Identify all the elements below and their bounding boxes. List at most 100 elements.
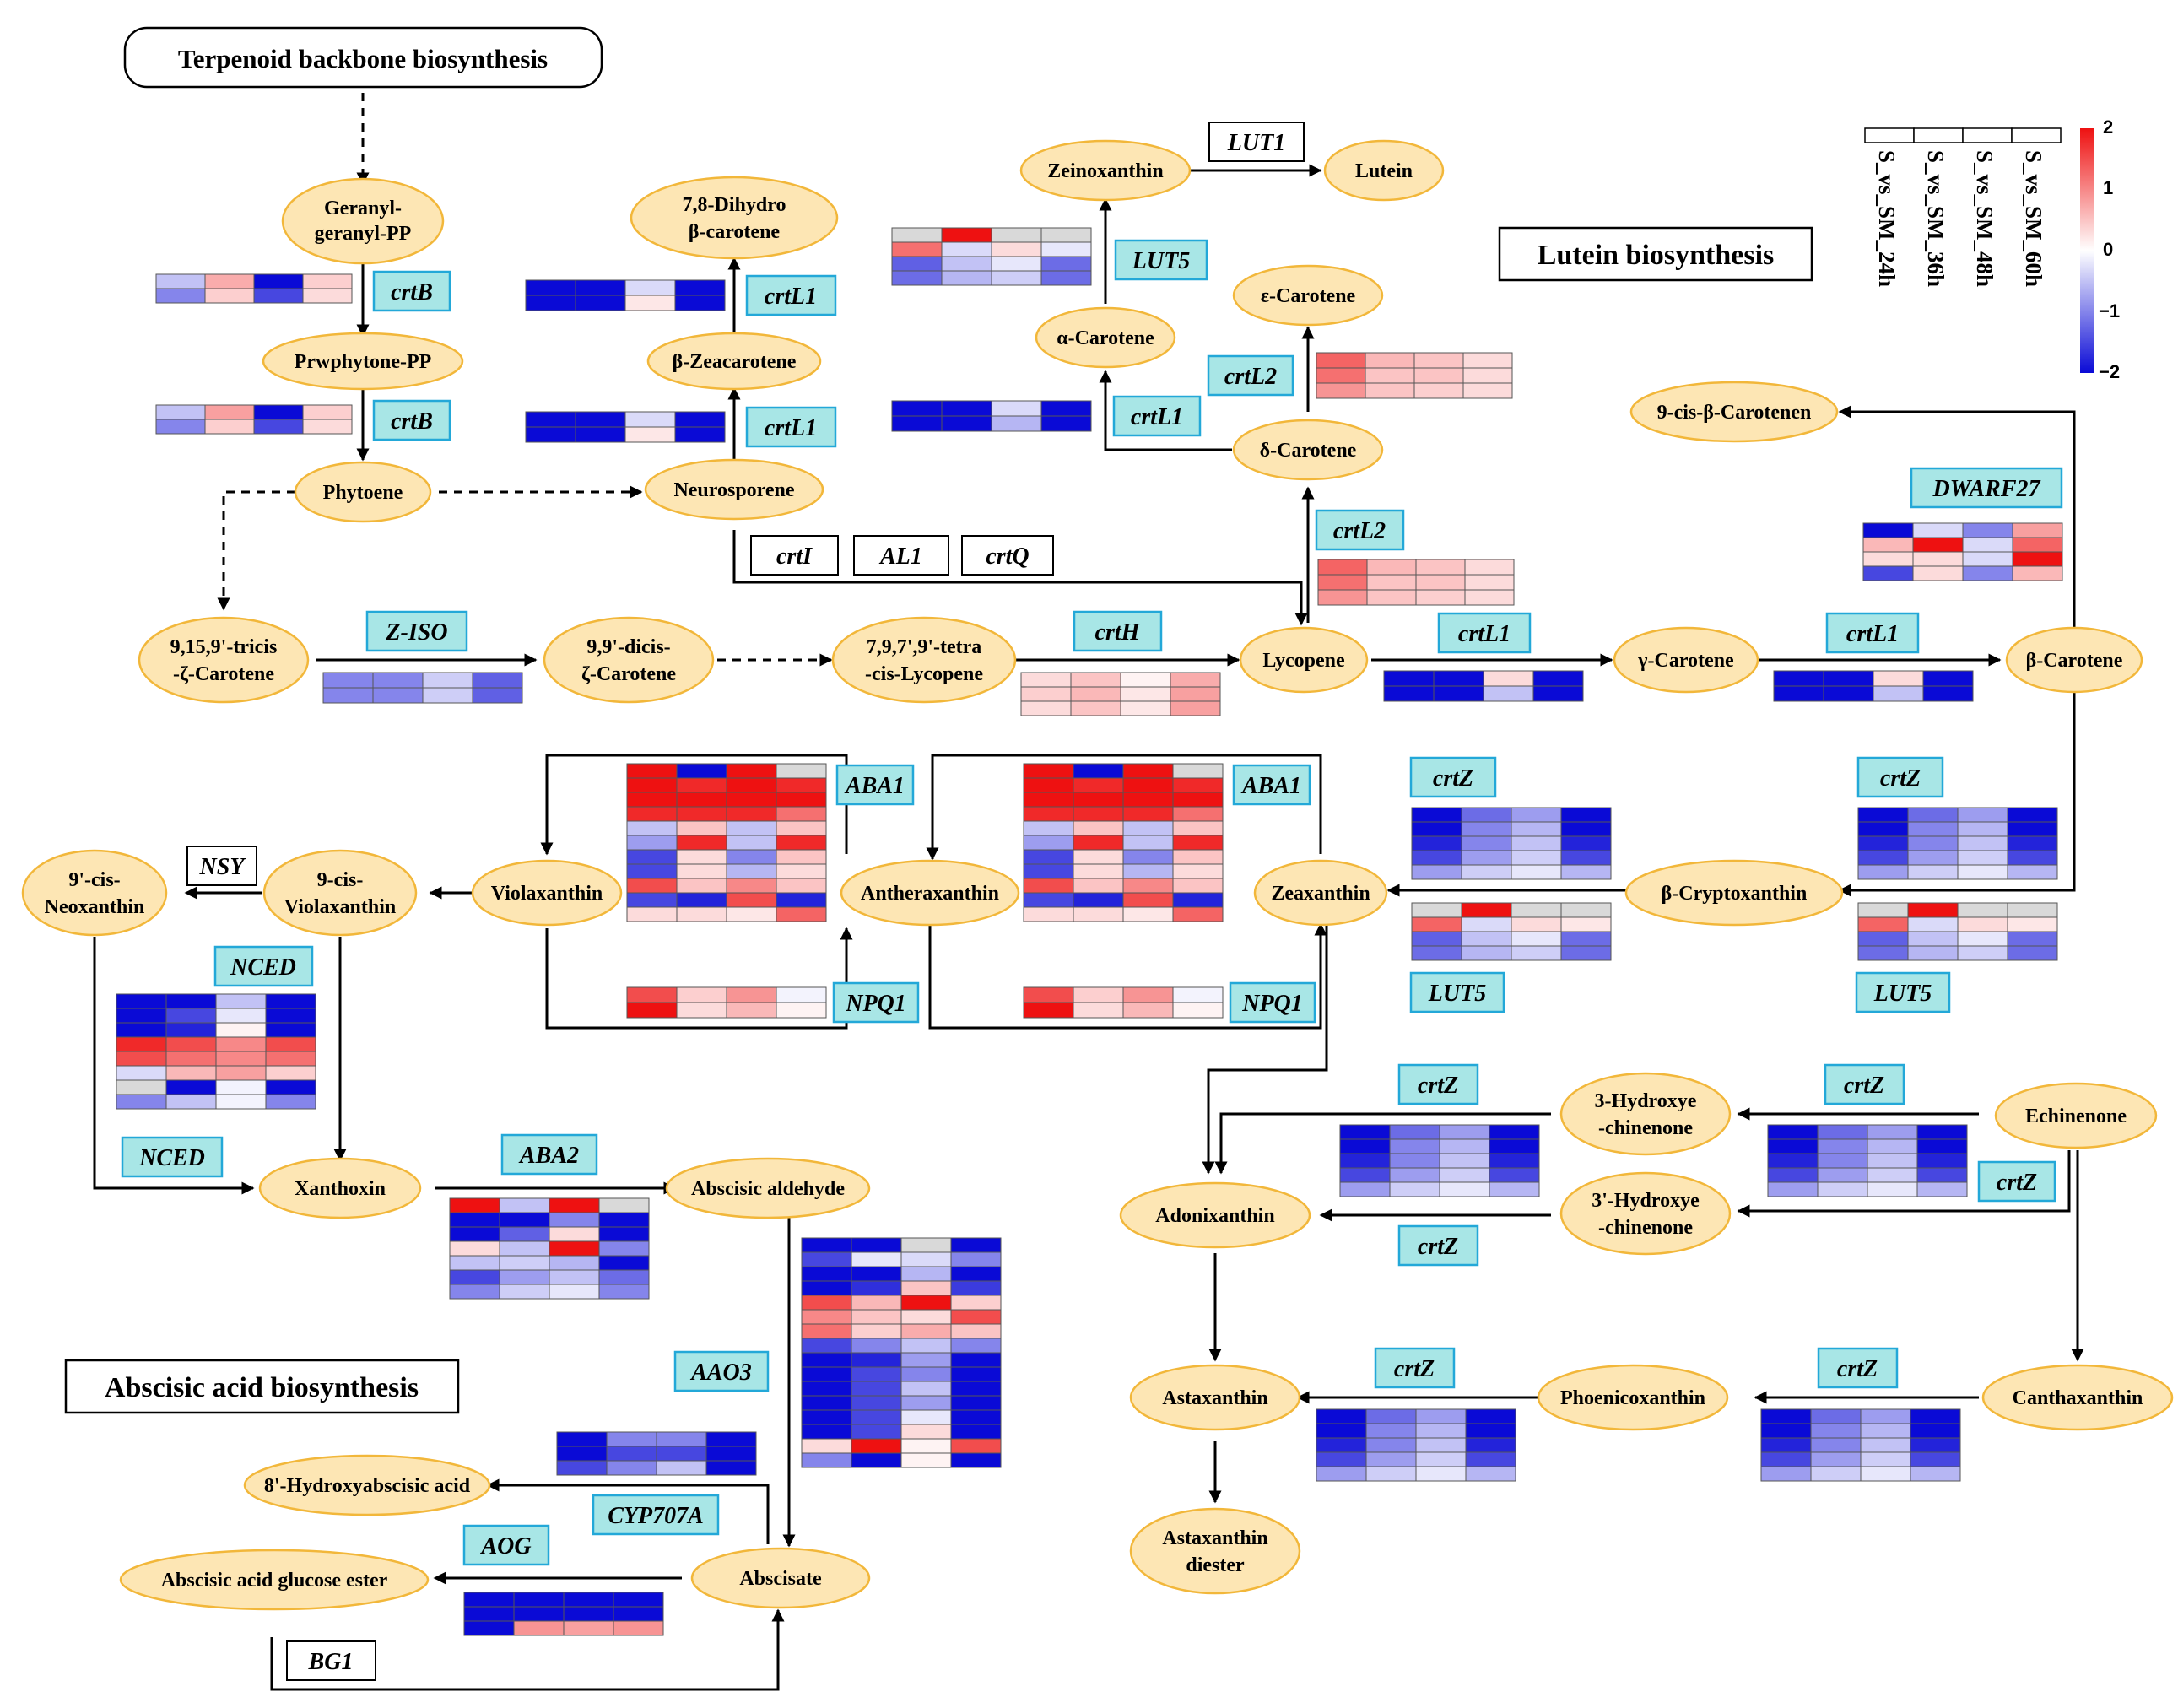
heatmap-cell [851,1338,902,1354]
node-epsilon-carotene: ε-Carotene [1232,264,1384,327]
heatmap-cell [1862,537,1914,553]
terpenoid-title-text: Terpenoid backbone biosynthesis [178,44,548,73]
heatmap-cell [1339,1181,1391,1197]
heatmap-cell [215,1036,267,1052]
node-cantha-label: Canthaxanthin [2013,1387,2143,1409]
heatmap-cell [1957,835,2008,851]
heatmap-cell [1040,415,1092,432]
heatmap-cell [449,1269,500,1285]
node-zeacarotene: β-Zeacarotene [646,332,822,391]
heatmap-cell [1073,835,1124,851]
heatmap-cell [204,419,255,435]
heatmap-cell [1817,1181,1868,1197]
heatmap-cell [950,1366,1002,1382]
gene-crtZ-g-label: crtZ [1394,1356,1435,1382]
heatmap-cell [1817,1153,1868,1169]
heatmap-cell [656,1460,707,1476]
heatmap-cell [215,1094,267,1110]
node-delta-carotene: δ-Carotene [1232,419,1384,481]
heatmap-cell [422,687,473,704]
node-antheraxanthin: Antheraxanthin [840,859,1020,927]
heatmap-cell [513,1592,565,1608]
heatmap-cell [215,1065,267,1081]
heatmap-cell [613,1620,664,1636]
gene-NSY-label: NSY [199,854,247,880]
heatmap-cell [1170,672,1221,688]
heatmap-cell [1916,1181,1968,1197]
heatmap-cell [1560,945,1612,961]
node-crypto-label: β-Cryptoxanthin [1662,883,1808,905]
heatmap-cell [1415,1437,1467,1453]
heatmap-cell [1857,807,1909,823]
heatmap-cell [1411,916,1462,932]
gene-ABA2-label: ABA2 [518,1143,579,1169]
edge-neuro-lycopene [732,530,1308,626]
legend: S_vs_SM_24h S_vs_SM_36h S_vs_SM_48h S_vs… [1864,116,2120,382]
node-9cis-violaxanthin: 9-cis-Violaxanthin [262,849,418,937]
heatmap-cell [801,1438,852,1454]
heatmap-cell [116,993,167,1009]
heatmap-cell [851,1352,902,1368]
heatmap-cell [1489,1167,1540,1183]
node-aldehyde-label: Abscisic aldehyde [691,1178,845,1200]
heatmap-cell [253,273,304,289]
heatmap-cell [472,672,523,689]
heatmap-cell [253,288,304,304]
heatmap-crtL1-beta [1773,670,1974,702]
edge-beta-crypto [1838,692,2076,897]
heatmap-cell [776,986,827,1003]
heatmap-cell [851,1323,902,1339]
heatmap-cell [1511,821,1562,837]
heatmap-cell [549,1284,600,1300]
heatmap-cell [1489,1153,1540,1169]
gene-crtI-label: crtI [776,543,813,570]
gene-ABA1-b: ABA1 [1232,764,1311,806]
heatmap-cell [676,906,727,922]
aba-title-text: Abscisic acid biosynthesis [105,1372,419,1403]
heatmap-cell [1413,382,1464,399]
gene-NCED-a-label: NCED [230,954,296,981]
node-hydroxy-aba-label: 8'-Hydroxyabscisic acid [264,1475,471,1497]
heatmap-cell [900,1309,952,1325]
heatmap-cell [1957,807,2008,823]
heatmap-cell [1465,1451,1516,1467]
heatmap-cell [1073,863,1124,879]
heatmap-cell [851,1438,902,1454]
heatmap-cell [1962,537,2013,553]
heatmap-cell [1339,1153,1391,1169]
heatmap-cell [1461,850,1512,866]
legend-scale-label: 0 [2103,239,2113,260]
heatmap-cell [1415,1423,1467,1439]
heatmap-cell [1560,931,1612,947]
heatmap-cell [900,1366,952,1382]
heatmap-cell [851,1309,902,1325]
gene-DWARF27: DWARF27 [1910,467,2063,509]
heatmap-cell [900,1395,952,1411]
heatmap-cell [265,1065,316,1081]
heatmap-cell [253,404,304,420]
heatmap-cell [626,777,678,793]
edge-phytoene-tricis [217,490,295,611]
heatmap-cell [549,1269,600,1285]
heatmap-cell [1365,367,1415,384]
heatmap-cell [726,835,777,851]
heatmap-cell [2007,931,2058,947]
node-beta-label: β-Carotene [2026,650,2123,672]
heatmap-cell [165,1065,217,1081]
heatmap-cell [1957,916,2008,932]
heatmap-cell [1415,589,1466,606]
heatmap-LUT5-crypto [1857,902,2058,961]
heatmap-crtZ-zeaxanthin [1411,807,1612,880]
node-tetracis-label: -cis-Lycopene [865,663,983,685]
node-3hydroxy-label: -chinenone [1598,1117,1693,1139]
heatmap-cell [215,1079,267,1095]
heatmap-cell [950,1266,1002,1282]
heatmap-cell [1439,1124,1490,1140]
heatmap-cell [598,1240,650,1257]
node-zeaxanthin-label: Zeaxanthin [1271,883,1370,905]
heatmap-LUT5-zeaxanthin [1411,902,1612,961]
heatmap-cell [2007,850,2058,866]
heatmap-cell [1365,1466,1417,1482]
heatmap-cell [322,687,374,704]
heatmap-cell [302,288,353,304]
